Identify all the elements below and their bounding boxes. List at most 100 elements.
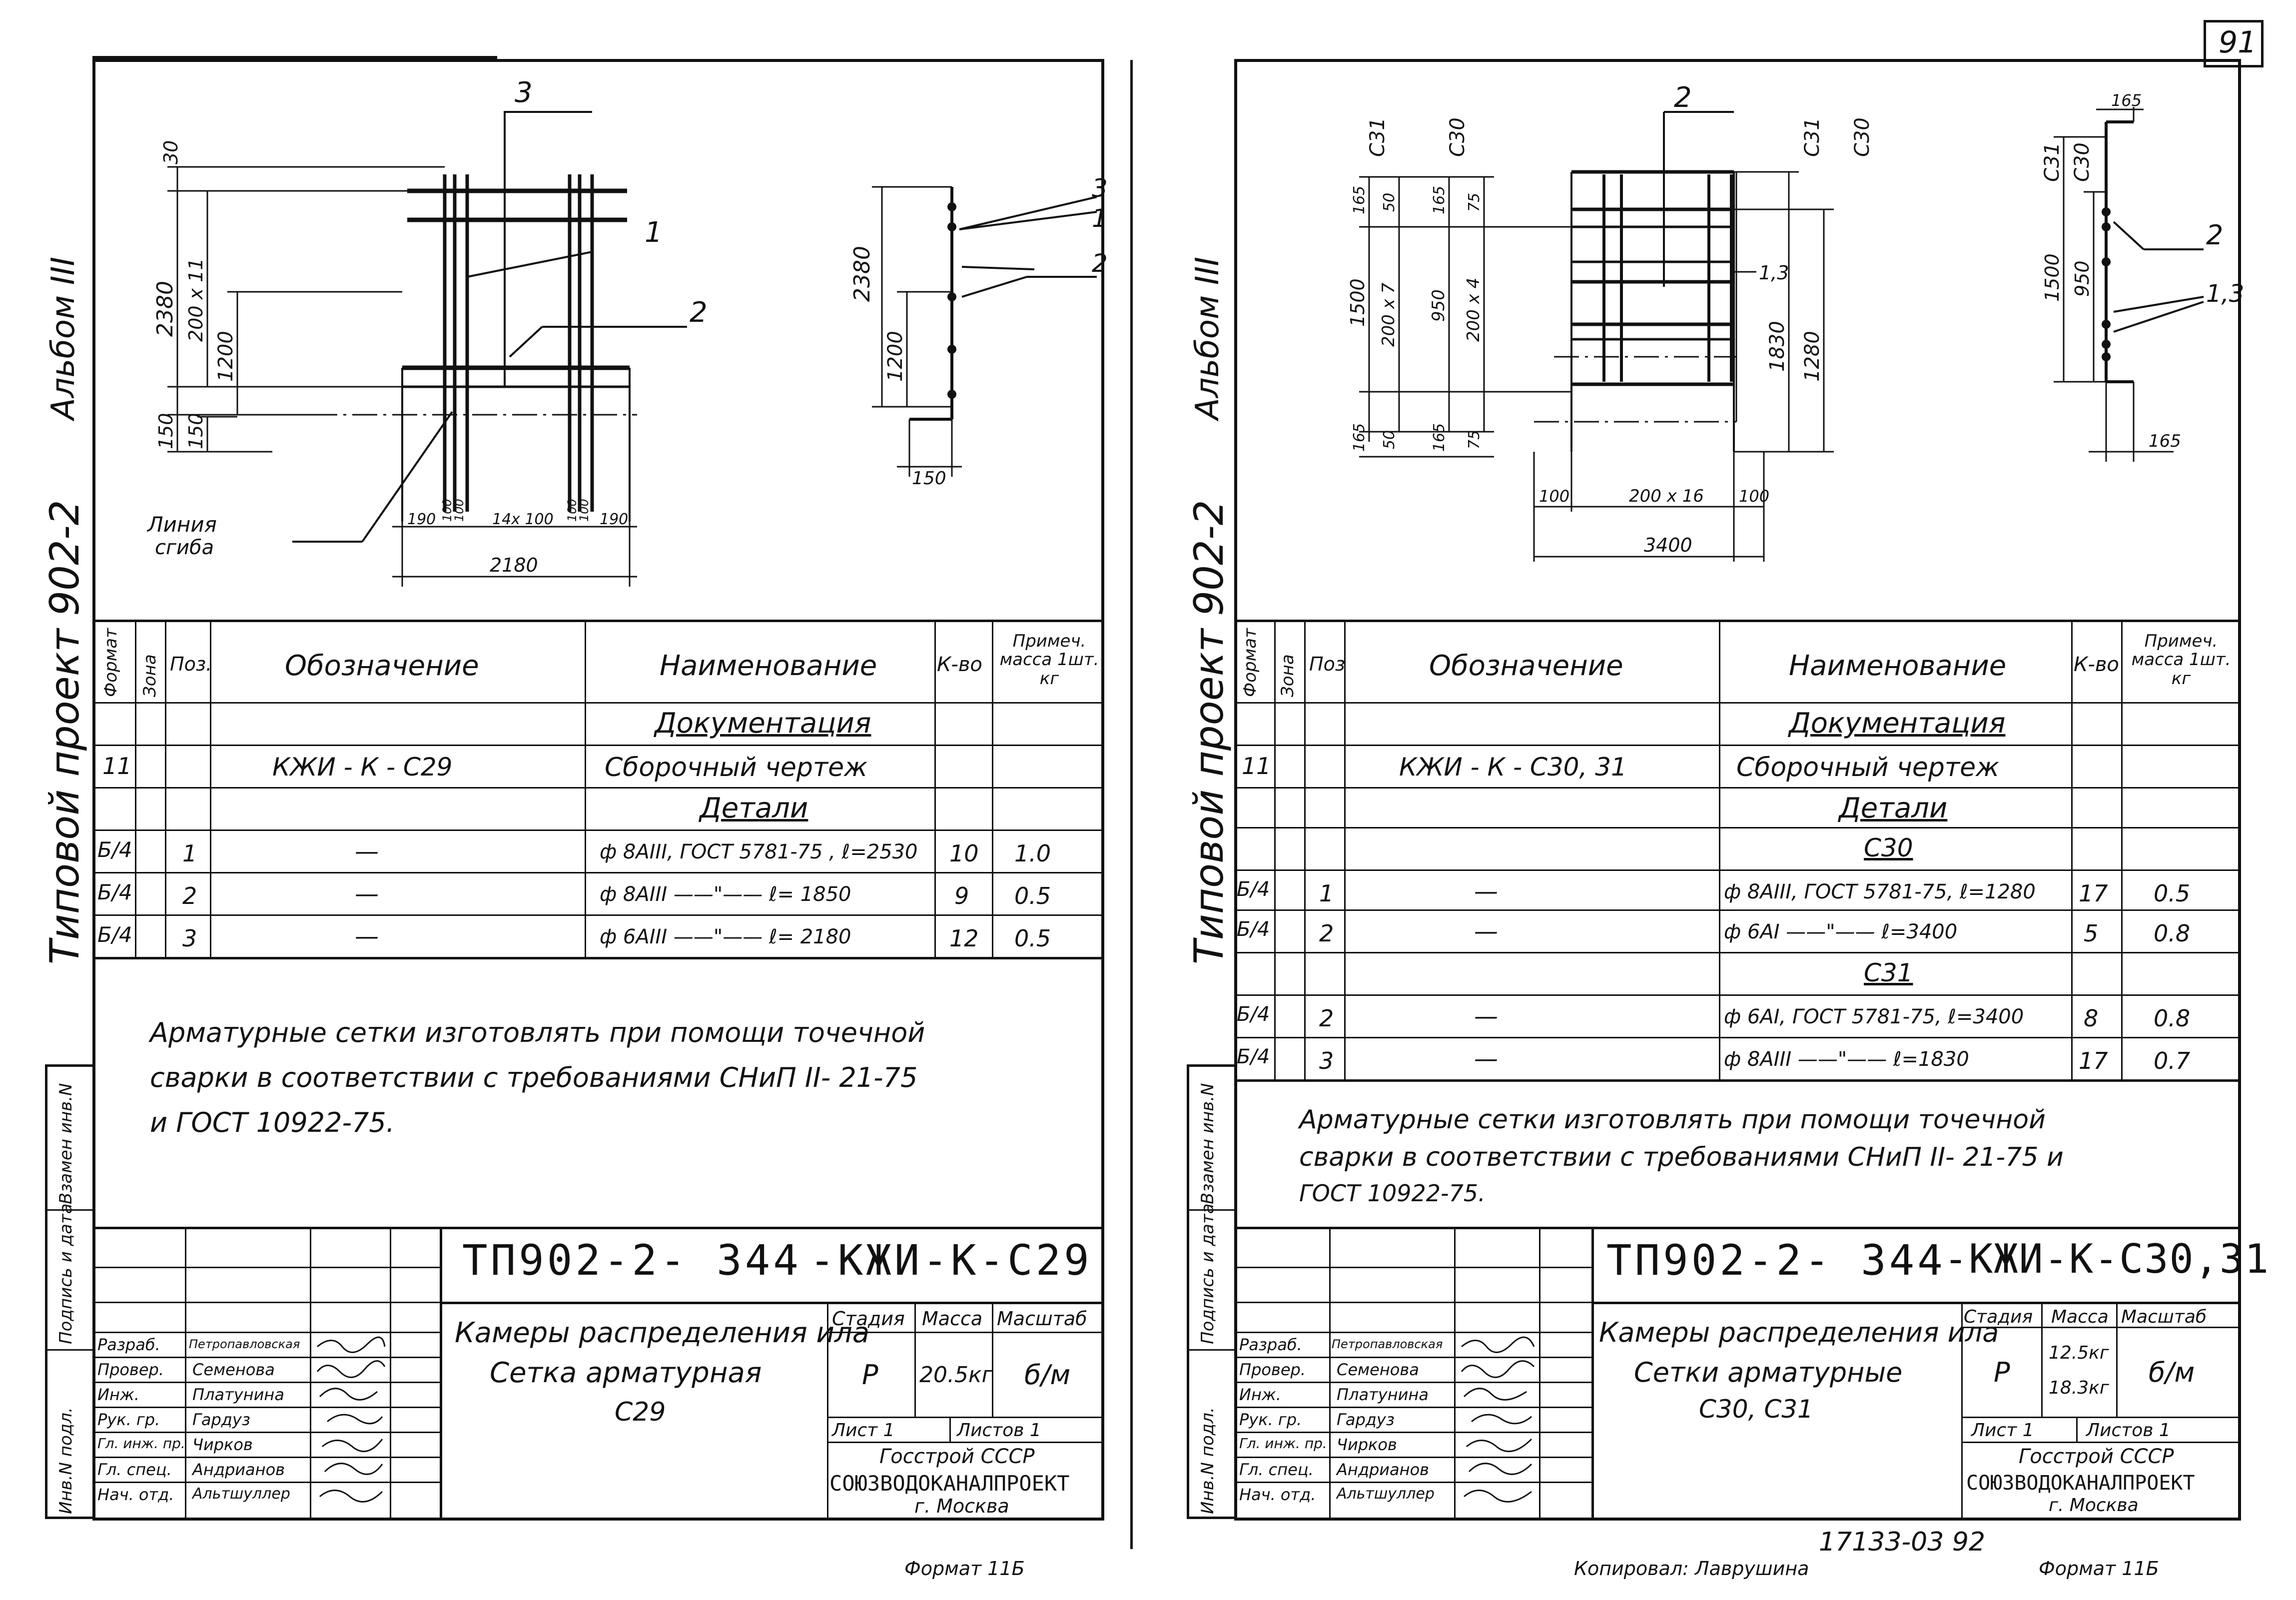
- left-stamp-h-org: [827, 1442, 1104, 1443]
- svg-text:50: 50: [1381, 193, 1398, 212]
- left-role-5: Гл. инж. пр.: [97, 1435, 185, 1452]
- svg-text:1: 1: [645, 216, 663, 249]
- left-stamp-h3: [92, 1332, 440, 1333]
- svg-text:100: 100: [440, 499, 454, 522]
- svg-text:3: 3: [1092, 174, 1108, 203]
- svg-text:100: 100: [1539, 487, 1569, 506]
- right-side-stamp-box: [1187, 1064, 1234, 1519]
- right-doc-format: 11: [1242, 753, 1271, 780]
- right-th-name: Наименование: [1789, 650, 2007, 682]
- right-col-3: [1344, 620, 1346, 1079]
- left-note-1: Арматурные сетки изготовлять при помощи …: [150, 1017, 925, 1048]
- right-stamp-title2: Сетки арматурные: [1634, 1357, 1903, 1388]
- right-role-4: Рук. гр.: [1239, 1410, 1302, 1429]
- left-r1-qty: 10: [949, 840, 979, 867]
- right-stamp-h1: [1234, 1267, 1591, 1268]
- right-stamp-code-bottom: [1591, 1302, 2241, 1304]
- left-r3-designation: —: [355, 922, 379, 950]
- right-table-row1: [1234, 745, 2241, 746]
- left-role-6: Гл. спец.: [97, 1460, 172, 1479]
- svg-text:165: 165: [1431, 186, 1448, 214]
- left-r2-format: Б/4: [97, 880, 132, 904]
- right-role-3: Инж.: [1239, 1385, 1281, 1404]
- right-stamp-h5: [1234, 1382, 1591, 1383]
- left-role-7: Нач. отд.: [97, 1485, 174, 1504]
- right-stamp-h2: [1234, 1302, 1591, 1303]
- right-stamp-code1: ТП902-2- 344: [1606, 1236, 1946, 1285]
- left-th-designation: Обозначение: [285, 650, 479, 682]
- left-name-7: Альтшуллер: [192, 1485, 290, 1503]
- left-stamp-h1: [92, 1267, 440, 1268]
- left-r1-mass: 1.0: [1014, 840, 1051, 867]
- left-stamp-h8: [92, 1457, 440, 1458]
- left-doc-designation: КЖИ - К - С29: [272, 753, 453, 782]
- left-stamp-code1: ТП902-2- 344: [462, 1236, 801, 1285]
- left-stamp-scale-h: Масштаб: [997, 1308, 1087, 1330]
- left-stamp-org3: г. Москва: [914, 1495, 1009, 1517]
- right-name-2: Семенова: [1337, 1360, 1419, 1379]
- right-stamp-v-scale: [2116, 1302, 2118, 1417]
- right-c31-r2-qty: 17: [2079, 1047, 2108, 1074]
- right-col-4: [1719, 620, 1720, 1079]
- left-stamp-code2: -КЖИ-К-С29: [809, 1236, 1092, 1285]
- svg-text:2180: 2180: [490, 554, 538, 576]
- left-col-3: [210, 620, 211, 957]
- svg-text:1,3: 1,3: [1759, 262, 1789, 284]
- right-c30-r2-qty: 5: [2084, 920, 2099, 947]
- right-sub-c31: С31: [1864, 958, 1913, 987]
- svg-text:200 x 11: 200 x 11: [185, 258, 207, 342]
- left-col-4: [585, 620, 586, 957]
- right-stamp-h8: [1234, 1457, 1591, 1458]
- left-role-2: Провер.: [97, 1360, 164, 1379]
- svg-text:165: 165: [1351, 423, 1368, 452]
- svg-text:1500: 1500: [1347, 278, 1369, 327]
- right-stamp-org1: Госстрой СССР: [2019, 1445, 2174, 1468]
- left-stamp-sheet: Лист 1: [832, 1420, 895, 1441]
- svg-text:190: 190: [600, 511, 628, 528]
- right-stamp-v1: [1329, 1227, 1331, 1519]
- left-stamp-stage-h: Стадия: [832, 1308, 905, 1330]
- right-table-row6: [1234, 952, 2241, 953]
- right-table-row2: [1234, 787, 2241, 789]
- svg-text:сгиба: сгиба: [155, 536, 214, 559]
- left-r3-pos: 3: [182, 925, 197, 952]
- right-role-7: Нач. отд.: [1239, 1485, 1316, 1504]
- left-doc-name: Сборочный чертеж: [605, 753, 867, 783]
- right-copied: Копировал: Лаврушина: [1574, 1558, 1809, 1580]
- right-table-row3: [1234, 827, 2241, 828]
- svg-text:2380: 2380: [849, 246, 875, 302]
- right-c30-r1-name: ф 8АIII, ГОСТ 5781-75, ℓ=1280: [1724, 880, 2036, 903]
- svg-text:200 x 7: 200 x 7: [1379, 282, 1399, 347]
- right-section-doc: Документация: [1789, 707, 2006, 740]
- right-stamp-v-mass: [2041, 1302, 2043, 1417]
- left-stamp-v-sheet: [949, 1417, 951, 1442]
- left-stamp-v3: [390, 1227, 391, 1519]
- left-side-stamp-div1: [45, 1209, 92, 1211]
- svg-text:1280: 1280: [1801, 331, 1824, 382]
- left-stamp-h-sheet: [827, 1417, 1104, 1418]
- right-side-stamp-3: Взамен инв.N: [1198, 1083, 1218, 1204]
- left-stamp-top: [92, 1227, 1104, 1229]
- right-c30-r2-name: ф 6АI ——"—— ℓ=3400: [1724, 920, 1958, 943]
- right-stamp-h3: [1234, 1332, 1591, 1333]
- left-r2-qty: 9: [954, 882, 969, 909]
- left-stamp-v-stage: [827, 1302, 828, 1519]
- left-role-3: Инж.: [97, 1385, 139, 1404]
- right-th-format: Формат: [1240, 628, 1260, 697]
- right-table-bottom: [1234, 1079, 2241, 1082]
- right-side-album: Альбом III: [1189, 256, 1226, 420]
- svg-text:100: 100: [1739, 487, 1769, 506]
- svg-text:С31: С31: [1366, 117, 1389, 157]
- left-stamp-code-bottom: [440, 1302, 1104, 1304]
- right-side-stamp-1: Инв.N подл.: [1198, 1407, 1218, 1514]
- left-stamp-sheets: Листов 1: [957, 1420, 1041, 1441]
- left-format-label: Формат 11Б: [904, 1558, 1025, 1580]
- right-c30-r1-pos: 1: [1319, 880, 1334, 907]
- right-side-stamp-div2: [1187, 1349, 1234, 1351]
- left-mesh-drawing: 3 1 2 3 1 2 30 2380 200 x 11 1200 150 15…: [146, 76, 1108, 587]
- right-c30-r2-designation: —: [1474, 917, 1498, 945]
- svg-text:3400: 3400: [1644, 534, 1692, 556]
- left-table-top: [92, 620, 1104, 622]
- right-stamp-mass1: 12.5кг: [2049, 1343, 2109, 1363]
- svg-text:100: 100: [452, 499, 466, 522]
